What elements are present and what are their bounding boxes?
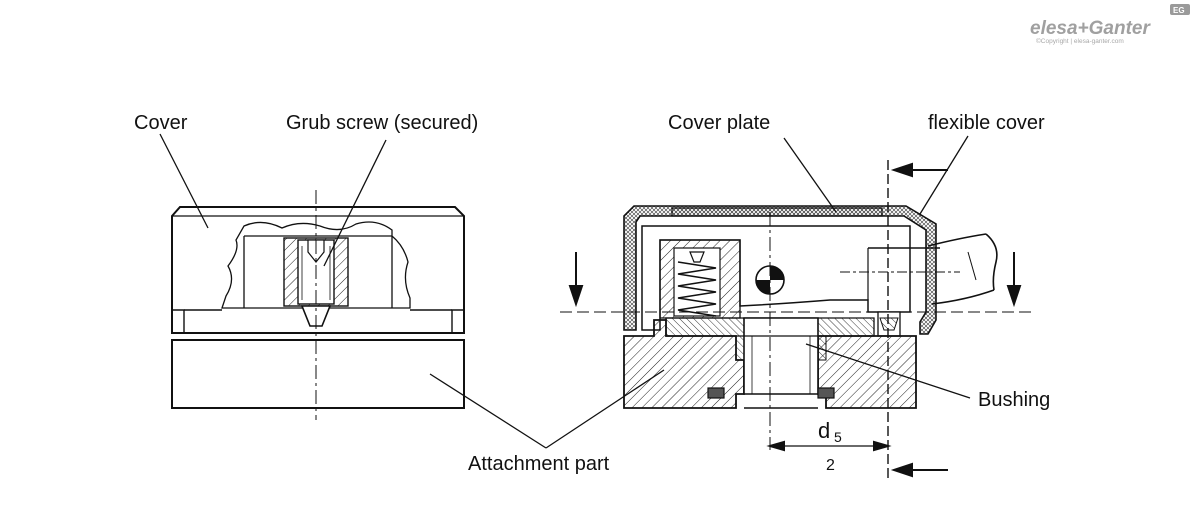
dimension-subscript: 5 xyxy=(834,429,842,445)
label-attachment-part: Attachment part xyxy=(468,453,610,475)
brand-logo: elesa+Ganter EG ©Copyright | elesa-gante… xyxy=(1030,4,1190,45)
dimension-numerator: d xyxy=(818,418,830,443)
arrow-down-right xyxy=(1006,285,1022,308)
logo-badge: EG xyxy=(1173,6,1185,15)
label-grub-screw: Grub screw (secured) xyxy=(286,112,478,134)
leader-lines xyxy=(159,133,971,449)
arrow-down-left xyxy=(568,285,584,308)
right-view xyxy=(560,160,1032,478)
logo-badge-shape xyxy=(1170,4,1190,15)
flexible-cover-shell xyxy=(623,205,937,335)
cover-plate xyxy=(671,207,883,217)
dimension-label: d 5 2 xyxy=(818,418,842,474)
seal-left xyxy=(707,387,725,399)
label-bushing: Bushing xyxy=(978,389,1050,411)
dimension-denominator: 2 xyxy=(826,457,835,474)
bushing xyxy=(743,317,819,395)
attachment-block xyxy=(171,339,465,409)
logo-copyright: ©Copyright | elesa-ganter.com xyxy=(1036,37,1124,45)
label-cover-plate: Cover plate xyxy=(668,112,770,134)
left-view xyxy=(171,190,465,420)
logo-text: elesa+Ganter xyxy=(1030,18,1151,39)
label-flexible-cover: flexible cover xyxy=(928,112,1045,134)
label-cover: Cover xyxy=(134,112,188,134)
spring xyxy=(677,261,717,317)
seal-right xyxy=(817,387,835,399)
